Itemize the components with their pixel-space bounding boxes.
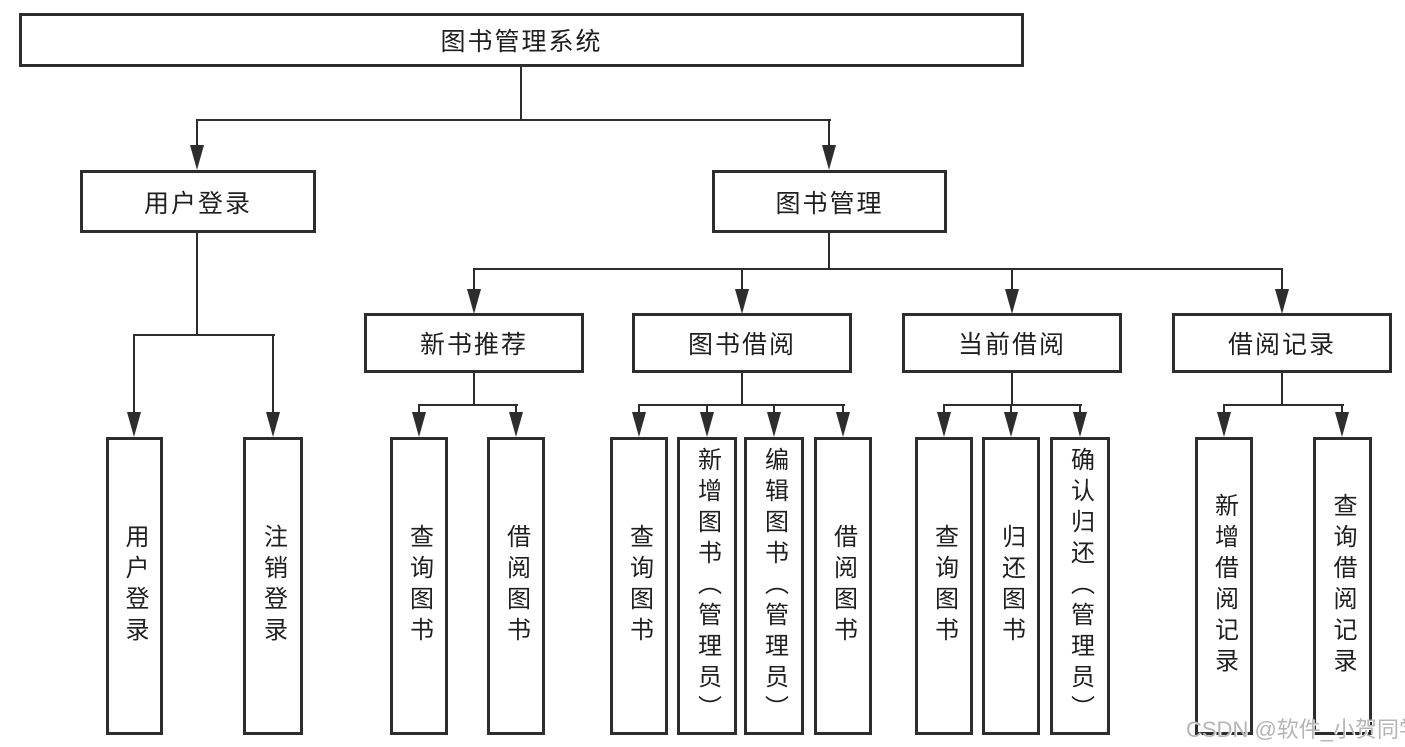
leaf-label: 借阅图书	[829, 524, 857, 648]
connector-drop-borrow-books-2	[842, 404, 844, 415]
connector-drop-add-books	[706, 404, 708, 415]
connector-user-login-split	[133, 334, 275, 336]
connector-drop-query-books-3	[943, 404, 945, 415]
leaf-label: 确认归还（管理员）	[1066, 446, 1094, 726]
arrow-book-borrow-icon	[735, 289, 749, 314]
leaf-label: 查询借阅记录	[1329, 493, 1356, 679]
arrow-borrow-books-1-icon	[509, 412, 523, 437]
connector-drop-borrow-records	[1281, 268, 1283, 291]
arrow-query-books-3-icon	[937, 412, 951, 437]
node-user-login: 用户登录	[80, 170, 316, 233]
connector-drop-book-management	[828, 119, 830, 147]
node-label: 借阅记录	[1227, 331, 1336, 359]
arrow-add-borrow-record-icon	[1217, 412, 1231, 437]
arrow-borrow-records-icon	[1275, 289, 1289, 314]
connector-book-borrow-split	[638, 404, 845, 406]
connector-drop-leaf-user-login	[133, 334, 135, 414]
leaf-label: 查询图书	[405, 524, 433, 648]
arrow-book-management-icon	[822, 145, 836, 170]
connector-drop-user-login	[196, 119, 198, 147]
leaf-query-borrow-record: 查询借阅记录	[1313, 437, 1372, 735]
leaf-logout: 注销登录	[243, 437, 303, 735]
arrow-query-books-2-icon	[632, 412, 646, 437]
connector-drop-query-borrow-record	[1341, 404, 1343, 415]
connector-drop-current-borrow	[1011, 268, 1013, 291]
leaf-query-books-2: 查询图书	[610, 437, 668, 735]
arrow-edit-books-icon	[767, 412, 781, 437]
connector-current-borrow-stem	[1011, 373, 1013, 406]
node-label: 新书推荐	[419, 331, 528, 359]
node-label: 当前借阅	[957, 331, 1066, 359]
node-book-management: 图书管理	[712, 170, 947, 233]
connector-drop-confirm-return	[1079, 404, 1081, 415]
connector-root-stem	[520, 67, 522, 121]
connector-drop-edit-books	[773, 404, 775, 415]
connector-book-management-stem	[828, 233, 830, 270]
leaf-return-books: 归还图书	[982, 437, 1040, 735]
node-label: 图书管理	[775, 189, 884, 218]
connector-current-borrow-split	[943, 404, 1082, 406]
leaf-user-login: 用户登录	[106, 437, 163, 735]
arrow-query-borrow-record-icon	[1335, 412, 1349, 437]
node-label: 图书借阅	[687, 331, 796, 359]
arrow-borrow-books-2-icon	[836, 412, 850, 437]
leaf-query-books-1: 查询图书	[390, 437, 448, 735]
arrow-leaf-logout-icon	[266, 412, 280, 437]
leaf-label: 新增图书（管理员）	[693, 446, 721, 726]
arrow-new-books-icon	[467, 289, 481, 314]
node-book-borrow: 图书借阅	[632, 313, 852, 373]
connector-drop-return-books	[1010, 404, 1012, 415]
connector-new-books-stem	[473, 373, 475, 406]
connector-level2-split	[473, 268, 1283, 270]
connector-drop-query-books-2	[638, 404, 640, 415]
node-library-management-system: 图书管理系统	[19, 13, 1024, 67]
connector-borrow-records-split	[1223, 404, 1344, 406]
connector-drop-leaf-logout	[272, 334, 274, 414]
leaf-borrow-books-1: 借阅图书	[487, 437, 545, 735]
connector-new-books-split	[418, 404, 518, 406]
leaf-borrow-books-2: 借阅图书	[814, 437, 872, 735]
leaf-label: 新增借阅记录	[1210, 493, 1238, 679]
csdn-watermark: CSDN @软件_小贺同学	[1186, 717, 1405, 742]
leaf-label: 查询图书	[625, 524, 653, 648]
leaf-add-books-admin: 新增图书（管理员）	[677, 437, 737, 735]
node-new-book-recommend: 新书推荐	[364, 313, 584, 373]
leaf-add-borrow-record: 新增借阅记录	[1195, 437, 1253, 735]
leaf-label: 查询图书	[930, 524, 958, 648]
arrow-add-books-icon	[700, 412, 714, 437]
leaf-confirm-return-admin: 确认归还（管理员）	[1050, 437, 1110, 735]
leaf-label: 注销登录	[259, 524, 287, 648]
connector-borrow-records-stem	[1281, 373, 1283, 406]
node-current-borrow: 当前借阅	[902, 313, 1122, 373]
connector-book-borrow-stem	[741, 373, 743, 406]
connector-drop-add-borrow-record	[1223, 404, 1225, 415]
arrow-confirm-return-icon	[1073, 412, 1087, 437]
leaf-label: 归还图书	[997, 524, 1025, 648]
connector-drop-borrow-books-1	[515, 404, 517, 415]
connector-drop-query-books-1	[418, 404, 420, 415]
arrow-return-books-icon	[1004, 412, 1018, 437]
node-borrow-records: 借阅记录	[1172, 313, 1392, 373]
node-label: 图书管理系统	[440, 28, 603, 56]
connector-user-login-stem	[196, 233, 198, 336]
leaf-label: 用户登录	[121, 524, 148, 648]
connector-drop-new-books	[473, 268, 475, 291]
arrow-current-borrow-icon	[1005, 289, 1019, 314]
node-label: 用户登录	[143, 189, 252, 218]
connector-level1-split	[196, 119, 831, 121]
arrow-user-login-icon	[190, 145, 204, 170]
arrow-query-books-1-icon	[412, 412, 426, 437]
leaf-label: 借阅图书	[502, 524, 530, 648]
connector-drop-book-borrow	[741, 268, 743, 291]
leaf-edit-books-admin: 编辑图书（管理员）	[744, 437, 804, 735]
arrow-leaf-user-login-icon	[127, 412, 141, 437]
leaf-query-books-3: 查询图书	[915, 437, 973, 735]
leaf-label: 编辑图书（管理员）	[760, 446, 788, 726]
